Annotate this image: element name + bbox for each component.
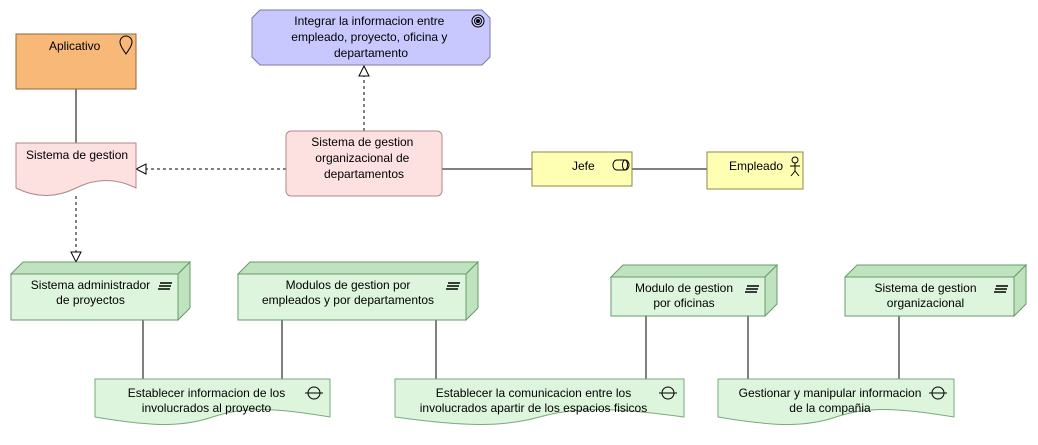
location-aplicativo[interactable]: Aplicativo	[15, 33, 137, 90]
goal-icon	[471, 14, 485, 28]
role-jefe[interactable]: Jefe	[531, 151, 633, 187]
actor-empleado[interactable]: Empleado	[706, 151, 804, 190]
role-icon	[612, 159, 630, 171]
goal-element[interactable]: Integrar la informacion entre empleado, …	[251, 9, 491, 66]
connectors	[76, 66, 900, 379]
node-front-face	[237, 273, 467, 321]
location-pin-icon	[119, 35, 133, 55]
actor-label: Empleado	[729, 159, 783, 173]
deliverable-shape	[717, 378, 955, 425]
node-front-face	[10, 273, 179, 321]
node-front-face	[844, 276, 1015, 317]
node-top-face	[843, 264, 1028, 278]
goal-label: Integrar la informacion entre empleado, …	[291, 14, 450, 60]
node-top-face	[236, 261, 480, 275]
representation-label: Sistema de gestion	[26, 148, 128, 162]
node-front-face	[610, 276, 766, 317]
node-top-face	[9, 261, 192, 275]
node-top-face	[609, 264, 779, 278]
interface-icon	[659, 386, 677, 400]
business-object-shape	[285, 130, 443, 197]
system-software-icon	[745, 285, 759, 293]
deliverable-shape	[394, 378, 685, 425]
system-software-icon	[994, 285, 1008, 293]
interface-icon	[305, 386, 323, 400]
deliverable-shape	[94, 378, 331, 425]
location-shape	[15, 33, 137, 90]
role-label: Jefe	[572, 159, 595, 173]
system-software-icon	[446, 282, 460, 290]
business-object-element[interactable]: Sistema de gestion organizacional de dep…	[285, 130, 443, 197]
representation-shape	[15, 142, 137, 196]
business-object-label: Sistema de gestion organizacional de dep…	[311, 135, 416, 181]
actor-shape	[706, 151, 804, 190]
location-label: Aplicativo	[49, 39, 101, 53]
representation-sistema-de-gestion[interactable]: Sistema de gestion	[15, 142, 137, 196]
actor-icon	[790, 156, 800, 177]
interface-icon	[929, 386, 947, 400]
system-software-icon	[158, 282, 172, 290]
role-shape	[531, 151, 633, 187]
goal-shape	[251, 9, 491, 66]
